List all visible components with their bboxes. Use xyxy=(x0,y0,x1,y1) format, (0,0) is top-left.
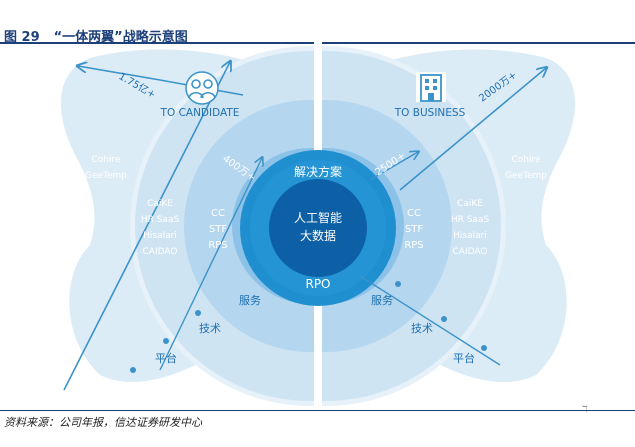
ring-item: Hisalari xyxy=(143,231,177,241)
right-lower-diagonal xyxy=(359,275,501,366)
building-icon xyxy=(416,72,446,102)
right-wing-title: TO BUSINESS xyxy=(394,107,466,119)
ring-item: Hisalari xyxy=(453,231,487,241)
ring-item: CaiKE xyxy=(147,199,173,209)
figure-header: 图 29 “一体两翼”战略示意图 xyxy=(4,26,188,45)
ring-item: CAIDAO xyxy=(143,247,178,257)
layer-dots xyxy=(130,281,487,373)
figure-source: 资料来源：公司年报，信达证券研发中心 xyxy=(4,416,202,429)
right-outer-arrow xyxy=(399,68,546,191)
core-inner-circle xyxy=(269,179,367,277)
ring-item: STF xyxy=(209,224,227,235)
ring-item: Cohire xyxy=(91,155,120,165)
ring-item: GeeTemp xyxy=(505,171,547,181)
footer-divider xyxy=(0,410,635,411)
left-wing-title: TO CANDIDATE xyxy=(160,107,240,119)
ring-item: HR SaaS xyxy=(451,215,490,225)
core-inner-line2: 大数据 xyxy=(300,228,336,243)
right-ring3-list: Cohire GeeTemp xyxy=(505,155,547,181)
ring-item: CC xyxy=(211,208,225,219)
left-ring3-list: Cohire GeeTemp xyxy=(85,155,127,181)
ring-item: Cohire xyxy=(511,155,540,165)
right-inner-arrow xyxy=(369,152,418,181)
right-ring1-list: CC STF RPS xyxy=(404,208,423,251)
ring-item: CC xyxy=(407,208,421,219)
layer-label: 平台 xyxy=(453,351,475,365)
left-ring1-list: CC STF RPS xyxy=(208,208,227,251)
left-inner-arrow xyxy=(159,158,262,371)
left-outer-arrow xyxy=(63,62,230,391)
ring-item: RPS xyxy=(208,240,227,251)
layer-label: 服务 xyxy=(371,294,393,307)
right-layer-labels: 服务 技术 平台 xyxy=(371,294,475,365)
right-ring2-list: CaiKE HR SaaS Hisalari CAIDAO xyxy=(451,199,490,257)
layer-label: 平台 xyxy=(155,351,177,365)
figure-title: “一体两翼”战略示意图 xyxy=(53,30,188,45)
layer-label: 技术 xyxy=(411,322,433,335)
person-group-icon xyxy=(185,71,219,105)
layer-label: 技术 xyxy=(199,322,221,335)
layer-label: 服务 xyxy=(239,294,261,307)
core-top-label: 解决方案 xyxy=(294,164,342,179)
ring-item: GeeTemp xyxy=(85,171,127,181)
ring-item: CAIDAO xyxy=(453,247,488,257)
ring-item: RPS xyxy=(404,240,423,251)
ring-item: CaiKE xyxy=(457,199,483,209)
left-ring2-list: CaiKE HR SaaS Hisalari CAIDAO xyxy=(141,199,180,257)
ring-item: HR SaaS xyxy=(141,215,180,225)
left-layer-labels: 服务 技术 平台 xyxy=(155,294,261,365)
figure-number: 图 29 xyxy=(4,30,40,45)
core-bottom-label: RPO xyxy=(305,277,330,291)
ring-item: STF xyxy=(405,224,423,235)
core-inner-line1: 人工智能 xyxy=(294,210,342,225)
